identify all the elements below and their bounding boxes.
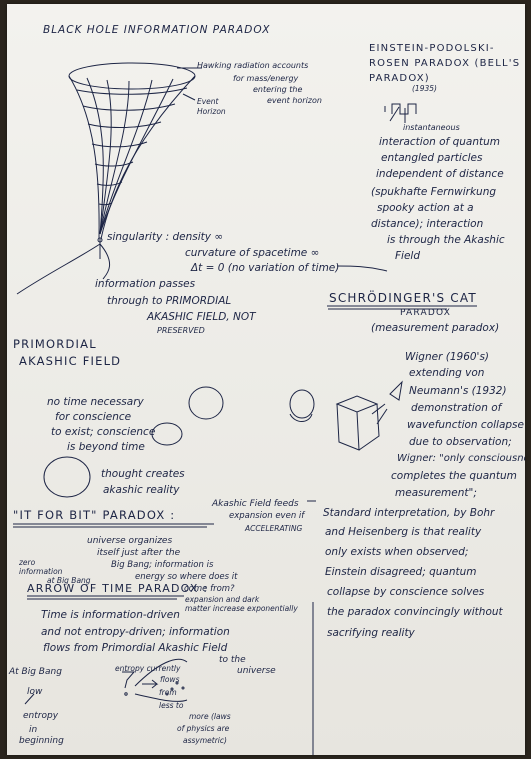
it-for-bit-acceleration: ACCELERATING: [245, 524, 303, 533]
it-for-bit-body-2: itself just after the: [97, 548, 181, 558]
standard-line-7: sacrifying reality: [327, 627, 415, 639]
currently-3: from: [159, 688, 177, 697]
currently-1: entropy currently: [115, 664, 181, 673]
standard-line-3: only exists when observed;: [325, 546, 469, 558]
currently-6: of physics are: [177, 724, 230, 733]
epr-body-4: independent of distance: [376, 168, 504, 180]
wigner-line-6: due to observation;: [409, 436, 512, 448]
page-title: BLACK HOLE INFORMATION PARADOX: [43, 24, 271, 36]
standard-line-4: Einstein disagreed; quantum: [325, 566, 477, 578]
information-line-2: through to PRIMORDIAL: [107, 295, 232, 307]
standard-line-2: and Heisenberg is that reality: [325, 526, 482, 538]
epr-body-8: is through the Akashic: [387, 234, 505, 246]
primordial-note-1: no time necessary: [47, 396, 144, 408]
standard-line-6: the paradox convincingly without: [327, 606, 503, 618]
thought-line-2: akashic reality: [103, 484, 180, 496]
primordial-note-4: is beyond time: [67, 441, 145, 453]
big-bang-1: At Big Bang: [9, 667, 62, 677]
it-for-bit-body-3: Big Bang; information is: [111, 560, 214, 570]
zero-info-2: information: [19, 567, 63, 576]
information-line-3: AKASHIC FIELD, NOT: [147, 311, 256, 323]
primordial-note-2: for conscience: [55, 411, 132, 423]
sketch-layer: [13, 62, 477, 755]
singularity-line-3: Δt = 0 (no variation of time): [191, 262, 340, 274]
wigner-line-8: completes the quantum: [391, 470, 517, 482]
it-for-bit-body-5: come from?: [184, 584, 235, 594]
currently-4: less to: [159, 701, 184, 710]
epr-body-3: entangled particles: [381, 152, 483, 164]
schrodinger-sub: (measurement paradox): [371, 322, 500, 334]
hawking-line-1: Hawking radiation accounts: [197, 61, 309, 70]
currently-5: more (laws: [189, 712, 231, 721]
arrow-heading: ARROW OF TIME PARADOX :: [27, 582, 209, 595]
singularity-line-1: singularity : density ∞: [107, 231, 224, 243]
zero-info-1: zero: [19, 558, 36, 567]
it-for-bit-right-2: expansion even if: [229, 511, 305, 521]
thought-line-1: thought creates: [101, 468, 185, 480]
event-horizon-label-1: Event: [197, 97, 219, 106]
epr-body-9: Field: [395, 250, 420, 262]
it-for-bit-expansion-1: expansion and dark: [185, 595, 260, 604]
epr-year: (1935): [412, 84, 437, 93]
big-bang-3: entropy: [23, 711, 59, 721]
event-horizon-label-2: Horizon: [197, 107, 226, 116]
it-for-bit-right-1: Akashic Field feeds: [212, 499, 299, 509]
currently-2: flows: [160, 675, 180, 684]
standard-line-5: collapse by conscience solves: [327, 586, 485, 598]
wigner-line-3: Neumann's (1932): [409, 385, 507, 397]
zero-info-3: at Big Bang: [47, 576, 91, 585]
arrow-to-universe-2: universe: [237, 666, 276, 676]
notebook-page: BLACK HOLE INFORMATION PARADOX Hawking r…: [7, 4, 525, 755]
it-for-bit-body-1: universe organizes: [87, 536, 173, 546]
epr-body-2: interaction of quantum: [379, 136, 500, 148]
arrow-body-2: and not entropy-driven; information: [41, 626, 230, 638]
information-line-4: PRESERVED: [157, 326, 205, 335]
primordial-heading-2: AKASHIC FIELD: [19, 354, 122, 368]
arrow-to-universe-1: to the: [219, 655, 246, 665]
black-hole-funnel-drawing: [68, 62, 196, 259]
epr-body-5: (spukhafte Fernwirkung: [371, 186, 497, 198]
standard-line-1: Standard interpretation, by Bohr: [323, 507, 495, 519]
primordial-note-3: to exist; conscience: [51, 426, 156, 438]
arrow-body-1: Time is information-driven: [41, 609, 180, 621]
wigner-line-5: wavefunction collapse: [407, 419, 524, 431]
epr-body-1: instantaneous: [403, 123, 460, 132]
epr-heading-2: ROSEN PARADOX (BELL'S: [369, 58, 521, 69]
wigner-line-4: demonstration of: [411, 402, 502, 414]
schrodinger-heading-1: SCHRÖDINGER'S CAT: [329, 291, 477, 305]
epr-body-6: spooky action at a: [377, 202, 474, 214]
schrodinger-heading-2: PARADOX: [400, 308, 452, 318]
big-bang-5: beginning: [19, 736, 64, 746]
hawking-line-3: entering the: [253, 85, 303, 94]
epr-body-7: distance); interaction: [371, 218, 484, 230]
singularity-line-2: curvature of spacetime ∞: [185, 247, 320, 259]
currently-7: assymetric): [183, 736, 227, 745]
epr-heading-1: EINSTEIN-PODOLSKI-: [369, 43, 495, 54]
information-line-1: information passes: [95, 278, 196, 290]
hawking-line-4: event horizon: [267, 96, 322, 105]
epr-heading-3: PARADOX): [369, 73, 430, 84]
it-for-bit-expansion-2: matter increase exponentially: [185, 604, 298, 613]
it-for-bit-body-4: energy so where does it: [135, 572, 238, 582]
primordial-heading-1: PRIMORDIAL: [13, 337, 97, 351]
wigner-line-2: extending von: [409, 367, 485, 379]
hawking-line-2: for mass/energy: [233, 74, 299, 83]
big-bang-2: low: [27, 687, 43, 697]
wigner-line-7: Wigner: "only consciousness: [397, 453, 525, 464]
big-bang-4: in: [29, 725, 38, 735]
arrow-body-3: flows from Primordial Akashic Field: [43, 642, 228, 654]
wigner-line-9: measurement";: [395, 487, 477, 499]
it-for-bit-heading: "IT FOR BIT" PARADOX :: [13, 508, 176, 522]
wigner-line-1: Wigner (1960's): [405, 351, 490, 363]
